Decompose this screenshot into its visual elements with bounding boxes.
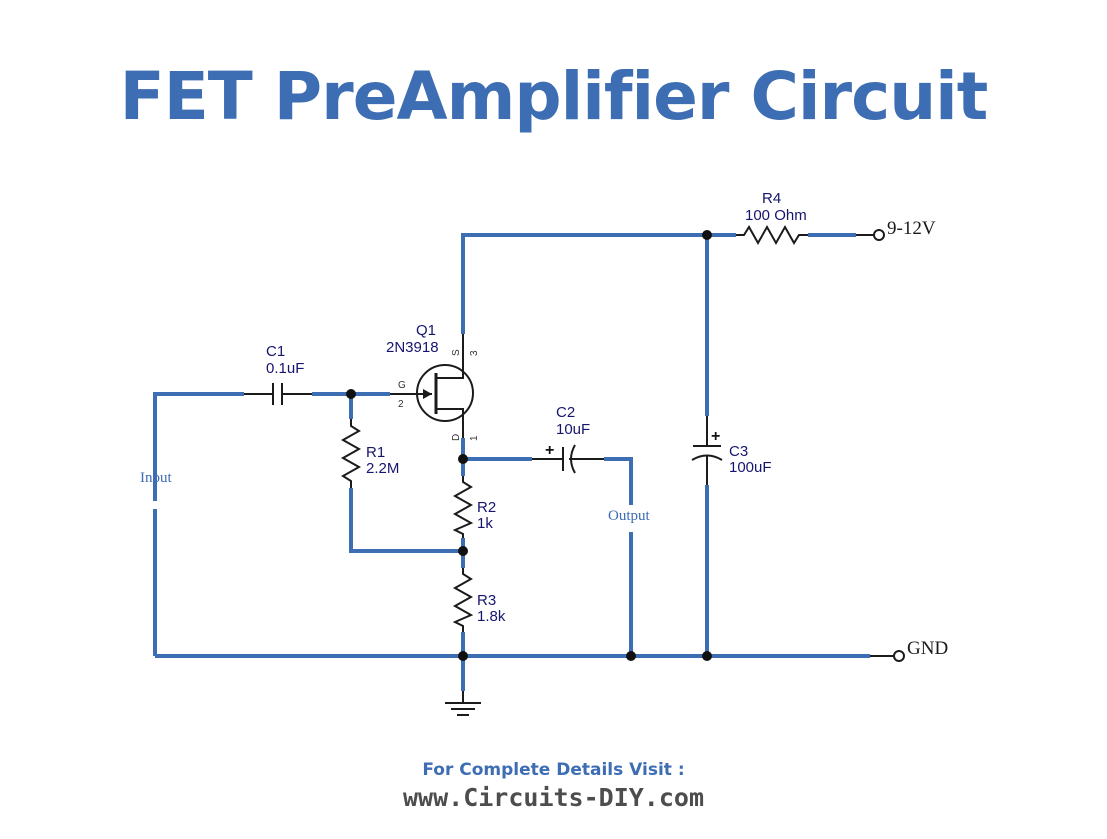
r1-ref-label: R1 xyxy=(366,444,385,461)
q1-pin-g-num: 2 xyxy=(398,399,404,410)
q1-pin-d-num: 1 xyxy=(469,435,480,441)
jfet-q1: Q1 2N3918 S 3 G 2 D 1 xyxy=(386,322,480,441)
q1-pin-d: D xyxy=(451,434,462,441)
wire-input-top xyxy=(153,392,244,501)
q1-ref-label: Q1 xyxy=(416,322,436,339)
resistor-r1: R1 2.2M xyxy=(340,419,399,488)
c2-ref-label: C2 xyxy=(556,404,575,421)
junction-dot xyxy=(702,230,712,240)
junction-dot xyxy=(702,651,712,661)
c2-polarity-mark: + xyxy=(545,442,554,459)
input-label: Input xyxy=(140,470,172,486)
footer-visit-text: For Complete Details Visit : xyxy=(422,760,685,780)
page-title: FET PreAmplifier Circuit xyxy=(119,58,989,135)
capacitor-c3: + C3 100uF xyxy=(691,416,772,485)
junction-dot xyxy=(458,546,468,556)
c3-value-label: 100uF xyxy=(729,459,772,476)
c2-value-label: 10uF xyxy=(556,421,590,438)
r2-ref-label: R2 xyxy=(477,499,496,516)
supply-label: 9-12V xyxy=(887,218,936,239)
gnd-terminal: GND xyxy=(870,638,948,662)
footer-website: www.Circuits-DIY.com xyxy=(402,783,705,812)
gnd-label: GND xyxy=(907,638,948,659)
r4-value-label: 100 Ohm xyxy=(745,207,807,224)
c1-ref-label: C1 xyxy=(266,343,285,360)
r1-value-label: 2.2M xyxy=(366,460,399,477)
ground-symbol xyxy=(445,691,481,716)
junctions xyxy=(346,230,712,661)
r4-ref-label: R4 xyxy=(762,190,781,207)
resistor-r3: R3 1.8k xyxy=(452,568,506,632)
junction-dot xyxy=(458,651,468,661)
output-label: Output xyxy=(608,508,651,524)
r3-ref-label: R3 xyxy=(477,592,496,609)
c3-ref-label: C3 xyxy=(729,443,748,460)
resistor-r4: R4 100 Ohm xyxy=(736,190,808,246)
wires xyxy=(153,233,870,691)
supply-terminal: 9-12V xyxy=(856,218,936,241)
r3-value-label: 1.8k xyxy=(477,608,506,625)
q1-pin-g: G xyxy=(398,380,406,391)
c3-polarity-mark: + xyxy=(711,428,720,445)
junction-dot xyxy=(626,651,636,661)
junction-dot xyxy=(458,454,468,464)
capacitor-c1: C1 0.1uF xyxy=(244,343,312,405)
wire-output-top xyxy=(604,457,633,505)
q1-pin-s-num: 3 xyxy=(469,350,480,356)
resistor-r2: R2 1k xyxy=(452,476,496,538)
wire-top-rail xyxy=(461,233,736,334)
c1-value-label: 0.1uF xyxy=(266,360,304,377)
wire-r1-bottom xyxy=(349,488,463,553)
capacitor-c2: + C2 10uF xyxy=(532,404,604,474)
r2-value-label: 1k xyxy=(477,515,493,532)
q1-part-label: 2N3918 xyxy=(386,339,439,356)
junction-dot xyxy=(346,389,356,399)
q1-pin-s: S xyxy=(451,349,462,356)
